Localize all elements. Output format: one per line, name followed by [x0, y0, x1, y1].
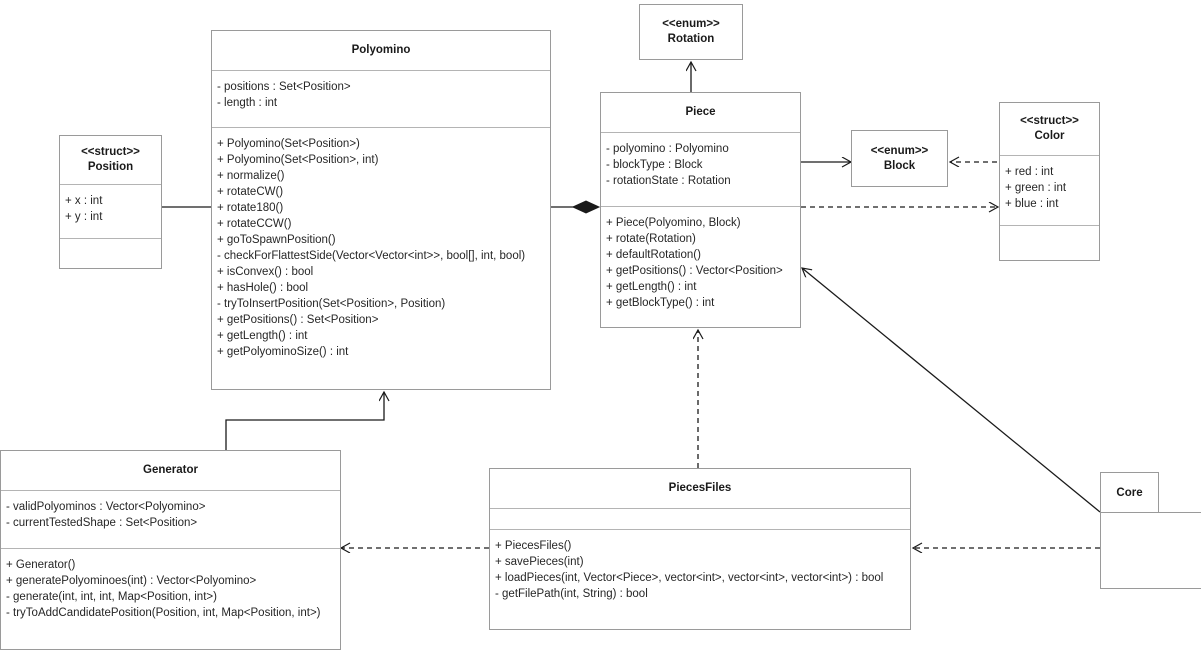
operation-row: + Piece(Polyomino, Block)	[606, 217, 741, 229]
operation-row: + goToSpawnPosition()	[217, 234, 336, 246]
class-title-color: <<struct>> Color	[1000, 103, 1099, 155]
class-box-position[interactable]: <<struct>> Position + x : int + y : int	[59, 135, 162, 269]
operation-row: + rotate(Rotation)	[606, 233, 696, 245]
class-title-rotation: <<enum>> Rotation	[640, 5, 742, 59]
operation-row: + Polyomino(Set<Position>, int)	[217, 154, 379, 166]
operation-row: - tryToAddCandidatePosition(Position, in…	[6, 607, 321, 619]
class-stereotype-rotation: <<enum>>	[662, 18, 720, 30]
attribute-row: - length : int	[217, 97, 278, 109]
attribute-row: - blockType : Block	[606, 159, 703, 171]
attribute-row: + green : int	[1005, 182, 1067, 194]
operation-row: + loadPieces(int, Vector<Piece>, vector<…	[495, 572, 884, 584]
class-operations-piece: + Piece(Polyomino, Block) + rotate(Rotat…	[601, 206, 800, 327]
attribute-row: + x : int	[65, 195, 103, 207]
class-stereotype-position: <<struct>>	[81, 146, 140, 158]
class-attributes-position: + x : int + y : int	[60, 184, 161, 238]
operation-row: + hasHole() : bool	[217, 282, 309, 294]
package-core-tab: Core	[1100, 472, 1159, 513]
class-box-block[interactable]: <<enum>> Block	[851, 130, 948, 187]
class-name-position: Position	[87, 161, 134, 173]
package-name-core: Core	[1116, 487, 1143, 499]
operation-row: + generatePolyominoes(int) : Vector<Poly…	[6, 575, 257, 587]
class-box-color[interactable]: <<struct>> Color + red : int + green : i…	[999, 102, 1100, 261]
attribute-row: + blue : int	[1005, 198, 1059, 210]
class-box-rotation[interactable]: <<enum>> Rotation	[639, 4, 743, 60]
class-box-piece[interactable]: Piece - polyomino : Polyomino - blockTyp…	[600, 92, 801, 328]
class-name-piecesfiles: PiecesFiles	[668, 482, 732, 494]
class-attributes-polyomino: - positions : Set<Position> - length : i…	[212, 70, 550, 127]
class-box-polyomino[interactable]: Polyomino - positions : Set<Position> - …	[211, 30, 551, 390]
operation-row: + rotateCCW()	[217, 218, 292, 230]
class-attributes-piecesfiles	[490, 508, 910, 529]
operation-row: + getPositions() : Vector<Position>	[606, 265, 783, 277]
attribute-row: + y : int	[65, 211, 103, 223]
attribute-row: + red : int	[1005, 166, 1054, 178]
operation-row: + rotate180()	[217, 202, 284, 214]
class-name-polyomino: Polyomino	[351, 44, 411, 56]
class-title-position: <<struct>> Position	[60, 136, 161, 184]
operation-row: + PiecesFiles()	[495, 540, 572, 552]
attribute-row: - currentTestedShape : Set<Position>	[6, 517, 198, 529]
class-box-piecesfiles[interactable]: PiecesFiles + PiecesFiles() + savePieces…	[489, 468, 911, 630]
operation-row: - tryToInsertPosition(Set<Position>, Pos…	[217, 298, 446, 310]
operation-row: + rotateCW()	[217, 186, 284, 198]
class-operations-piecesfiles: + PiecesFiles() + savePieces(int) + load…	[490, 529, 910, 629]
attribute-row: - polyomino : Polyomino	[606, 143, 729, 155]
class-title-block: <<enum>> Block	[852, 131, 947, 186]
attribute-row: - rotationState : Rotation	[606, 175, 731, 187]
class-operations-generator: + Generator() + generatePolyominoes(int)…	[1, 548, 340, 649]
class-title-polyomino: Polyomino	[212, 31, 550, 70]
class-name-rotation: Rotation	[667, 33, 715, 45]
class-operations-polyomino: + Polyomino(Set<Position>) + Polyomino(S…	[212, 127, 550, 389]
class-name-block: Block	[883, 159, 916, 172]
operation-row: + savePieces(int)	[495, 556, 584, 568]
class-operations-position	[60, 238, 161, 268]
class-attributes-piece: - polyomino : Polyomino - blockType : Bl…	[601, 132, 800, 206]
class-name-piece: Piece	[685, 106, 716, 118]
operation-row: - generate(int, int, int, Map<Position, …	[6, 591, 217, 603]
class-title-piece: Piece	[601, 93, 800, 132]
operation-row: + getPositions() : Set<Position>	[217, 314, 379, 326]
operation-row: + Generator()	[6, 559, 76, 571]
class-attributes-generator: - validPolyominos : Vector<Polyomino> - …	[1, 490, 340, 548]
operation-row: + getPolyominoSize() : int	[217, 346, 349, 358]
operation-row: + isConvex() : bool	[217, 266, 314, 278]
operation-row: + getLength() : int	[606, 281, 697, 293]
operation-row: - getFilePath(int, String) : bool	[495, 588, 648, 600]
class-attributes-color: + red : int + green : int + blue : int	[1000, 155, 1099, 225]
attribute-row: - positions : Set<Position>	[217, 81, 351, 93]
class-box-generator[interactable]: Generator - validPolyominos : Vector<Pol…	[0, 450, 341, 650]
operation-row: + normalize()	[217, 170, 285, 182]
class-name-generator: Generator	[143, 464, 198, 476]
class-stereotype-block: <<enum>>	[870, 144, 929, 157]
operation-row: + getLength() : int	[217, 330, 308, 342]
class-stereotype-color: <<struct>>	[1020, 115, 1079, 127]
class-operations-color	[1000, 225, 1099, 260]
package-core-body	[1100, 512, 1201, 589]
operation-row: + defaultRotation()	[606, 249, 701, 261]
operation-row: + Polyomino(Set<Position>)	[217, 138, 360, 150]
attribute-row: - validPolyominos : Vector<Polyomino>	[6, 501, 206, 513]
class-name-color: Color	[1034, 130, 1065, 142]
class-title-generator: Generator	[1, 451, 340, 490]
class-title-piecesfiles: PiecesFiles	[490, 469, 910, 508]
operation-row: + getBlockType() : int	[606, 297, 715, 309]
operation-row: - checkForFlattestSide(Vector<Vector<int…	[217, 250, 526, 262]
